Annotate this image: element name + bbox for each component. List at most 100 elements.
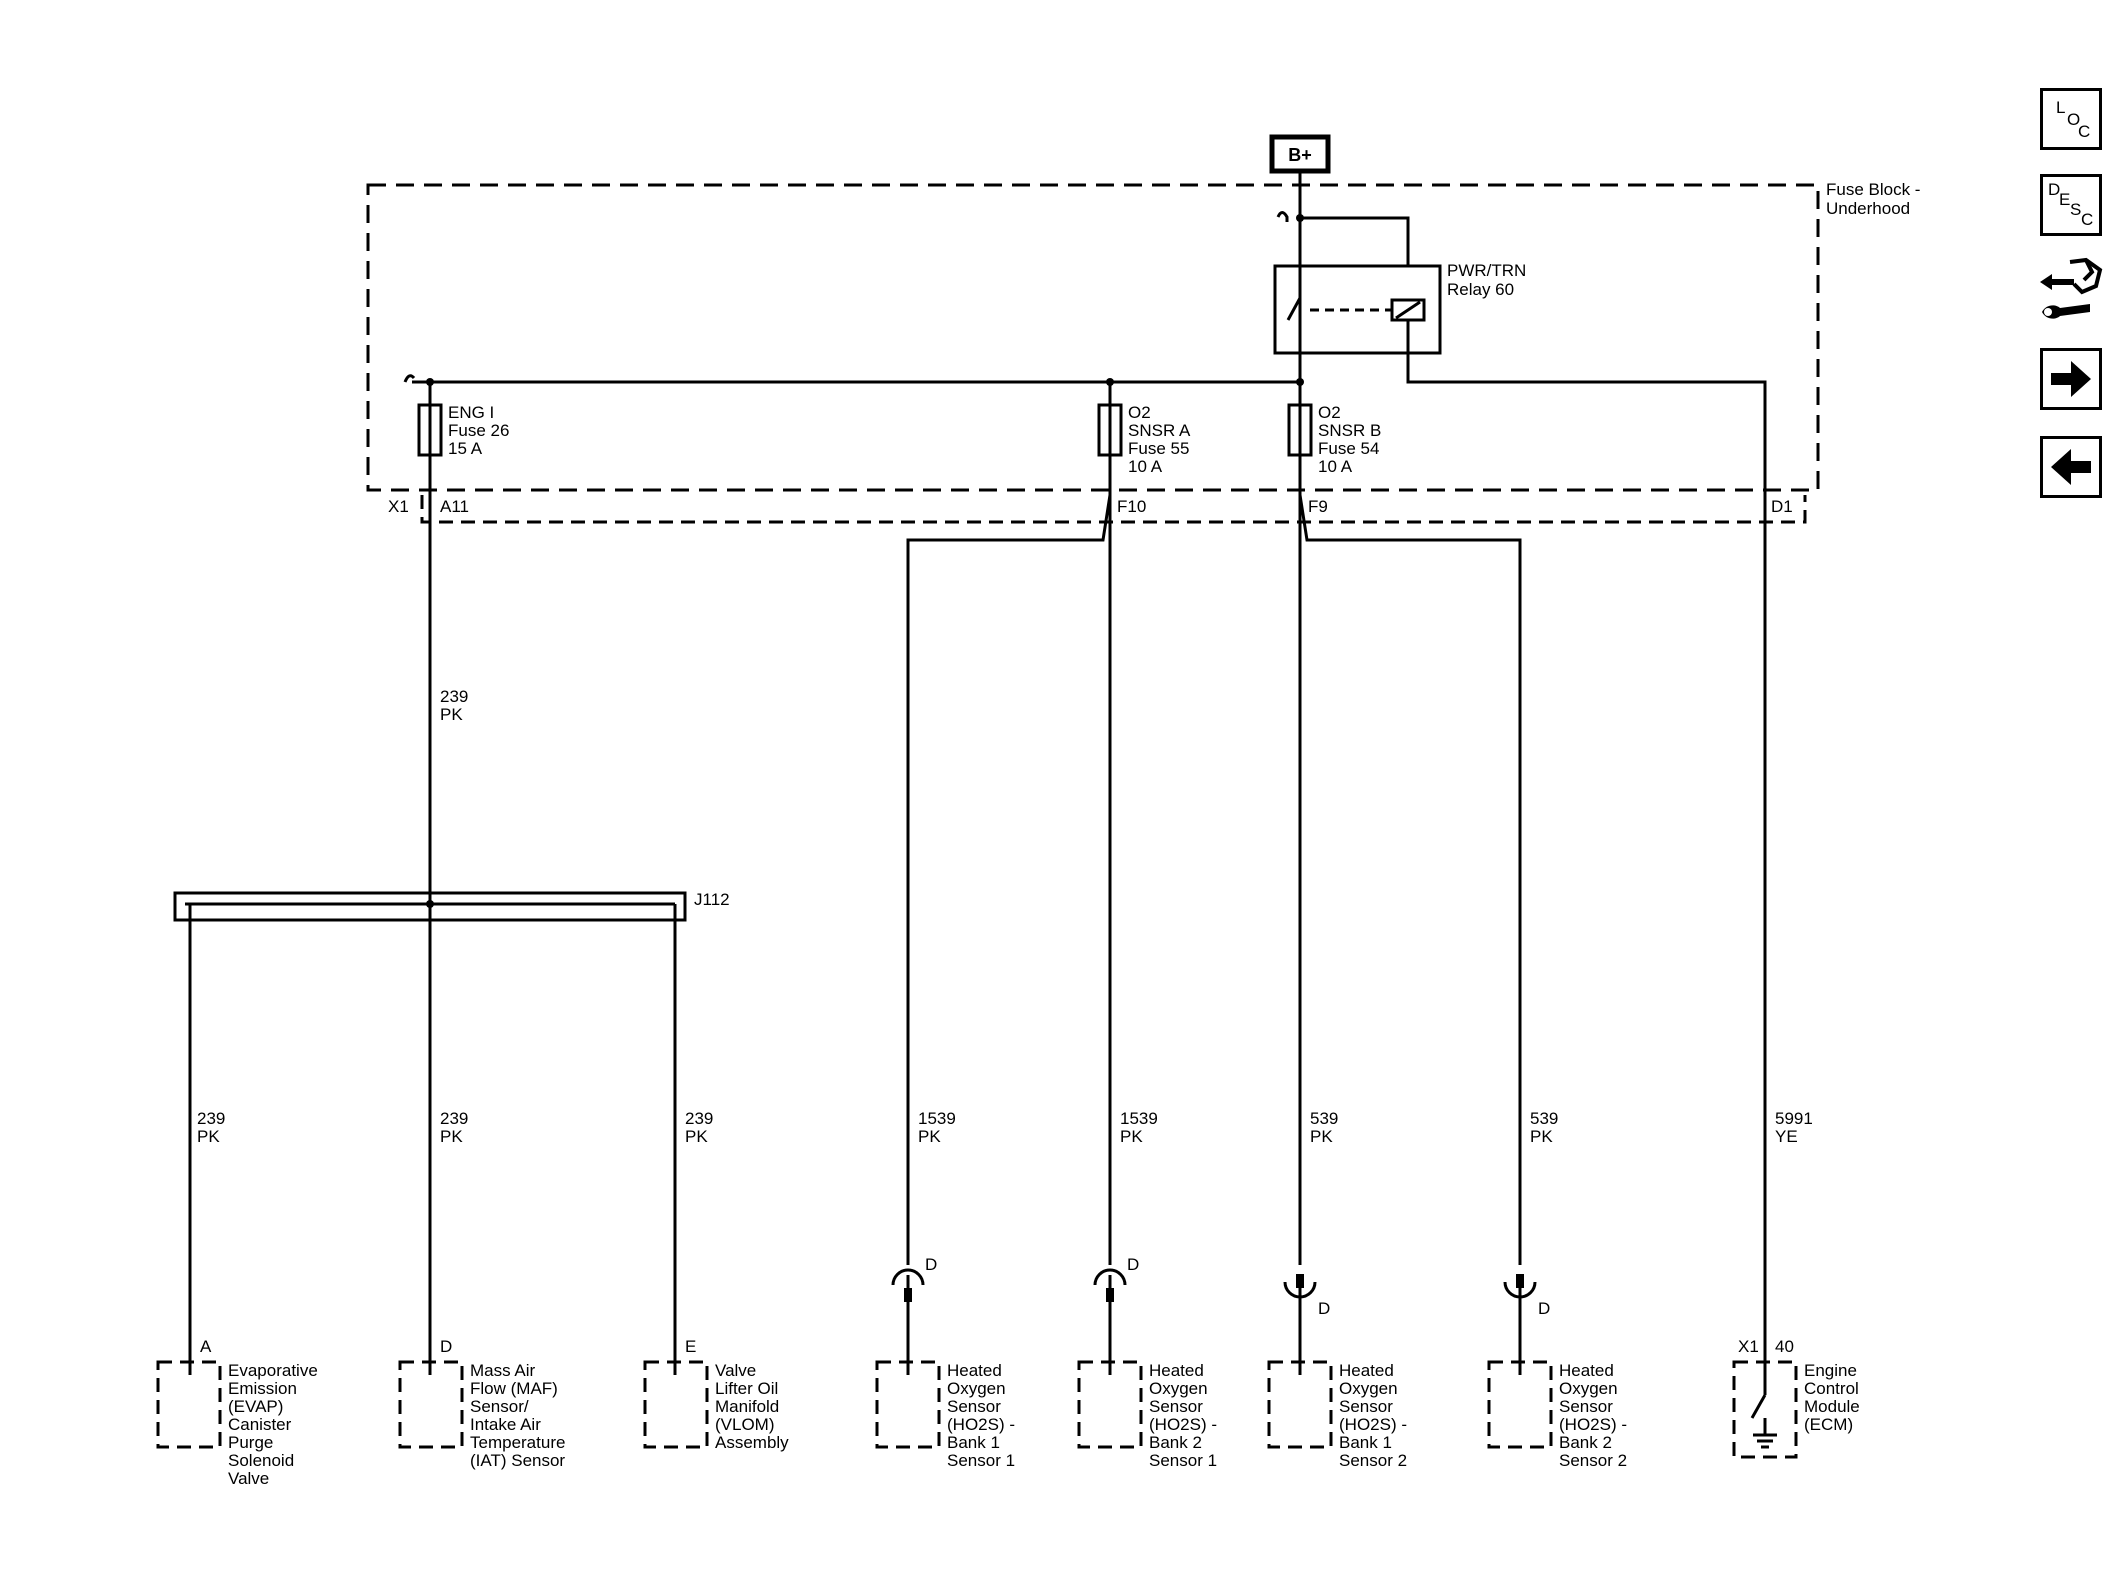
loc-letter-o: O [2067, 110, 2080, 129]
relay-box [1273, 264, 1442, 355]
svg-text:Heated: Heated [1559, 1361, 1614, 1380]
desc-button[interactable]: D E S C [2040, 174, 2102, 236]
component-ecm-box [1732, 1360, 1798, 1459]
wire-539-branch [1298, 494, 1522, 1265]
relay-label: PWR/TRN [1447, 261, 1526, 280]
splice-j112 [173, 891, 687, 922]
fuse-block-title-2: Underhood [1826, 199, 1910, 218]
component-pin-label: A [200, 1337, 212, 1356]
svg-text:Evaporative: Evaporative [228, 1361, 318, 1380]
svg-text:Heated: Heated [1149, 1361, 1204, 1380]
component-maf-box [398, 1360, 464, 1449]
svg-text:Sensor 2: Sensor 2 [1339, 1451, 1407, 1470]
svg-text:Intake Air: Intake Air [470, 1415, 541, 1434]
svg-text:Oxygen: Oxygen [1149, 1379, 1208, 1398]
svg-text:PK: PK [440, 1127, 463, 1146]
svg-text:Assembly: Assembly [715, 1433, 789, 1452]
svg-text:Valve: Valve [228, 1469, 269, 1488]
svg-text:Sensor: Sensor [947, 1397, 1001, 1416]
svg-text:Emission: Emission [228, 1379, 297, 1398]
svg-text:Sensor 1: Sensor 1 [947, 1451, 1015, 1470]
svg-text:Control: Control [1804, 1379, 1859, 1398]
svg-text:Mass Air: Mass Air [470, 1361, 536, 1380]
loc-letter-c: C [2078, 122, 2090, 141]
svg-text:539: 539 [1530, 1109, 1558, 1128]
svg-text:SNSR B: SNSR B [1318, 421, 1381, 440]
fuse-55-label: O2 SNSR A Fuse 55 10 A [1128, 403, 1191, 476]
svg-text:15 A: 15 A [448, 439, 483, 458]
svg-text:239: 239 [440, 687, 468, 706]
wire-label: 1539 PK [1120, 1109, 1158, 1146]
inline-connector-d-4 [1503, 1280, 1537, 1375]
component-evap-box [156, 1360, 222, 1449]
svg-text:Heated: Heated [1339, 1361, 1394, 1380]
svg-text:YE: YE [1775, 1127, 1798, 1146]
component-ho2s-b2s2-label: Heated Oxygen Sensor (HO2S) - Bank 2 Sen… [1559, 1361, 1627, 1470]
inline-connector-d-1 [891, 1268, 925, 1375]
wire-label: 539 PK [1530, 1109, 1558, 1146]
component-vlom-label: Valve Lifter Oil Manifold (VLOM) Assembl… [715, 1361, 789, 1452]
connector-pin-label: D [1538, 1299, 1550, 1318]
svg-text:O2: O2 [1318, 403, 1341, 422]
svg-text:Heated: Heated [947, 1361, 1002, 1380]
previous-button[interactable] [2040, 436, 2102, 498]
loc-button[interactable]: L O C [2040, 88, 2102, 150]
wire-label: 5991 YE [1775, 1109, 1813, 1146]
connector-pin-label: D [925, 1255, 937, 1274]
svg-text:Lifter Oil: Lifter Oil [715, 1379, 778, 1398]
connector-pin-label: D [1127, 1255, 1139, 1274]
svg-text:Oxygen: Oxygen [1559, 1379, 1618, 1398]
connector-tool-icon[interactable] [2034, 254, 2106, 332]
inline-connector-d-2 [1093, 1268, 1127, 1375]
svg-text:PK: PK [918, 1127, 941, 1146]
svg-text:(HO2S) -: (HO2S) - [1559, 1415, 1627, 1434]
wire-label: 239 PK [197, 1109, 225, 1146]
fuse-26-label: ENG I Fuse 26 15 A [448, 403, 509, 458]
fuse-block-outline [366, 183, 1820, 492]
ecm-ground-symbol [1750, 1375, 1777, 1449]
svg-text:Sensor: Sensor [1149, 1397, 1203, 1416]
component-vlom-box [643, 1360, 709, 1449]
svg-text:Bank 1: Bank 1 [947, 1433, 1000, 1452]
svg-text:Oxygen: Oxygen [1339, 1379, 1398, 1398]
wire-label: 239 PK [440, 687, 468, 724]
svg-text:Purge: Purge [228, 1433, 273, 1452]
component-pin-label: D [440, 1337, 452, 1356]
svg-text:Valve: Valve [715, 1361, 756, 1380]
svg-text:239: 239 [440, 1109, 468, 1128]
svg-text:(EVAP): (EVAP) [228, 1397, 283, 1416]
loc-letter-l: L [2056, 98, 2065, 117]
pin-f9-label: F9 [1308, 497, 1328, 516]
component-ho2s-b2s2-box [1487, 1360, 1553, 1449]
svg-text:PK: PK [1310, 1127, 1333, 1146]
svg-text:Fuse 55: Fuse 55 [1128, 439, 1189, 458]
svg-text:239: 239 [685, 1109, 713, 1128]
svg-text:1539: 1539 [1120, 1109, 1158, 1128]
svg-text:(HO2S) -: (HO2S) - [1149, 1415, 1217, 1434]
fuse-54-label: O2 SNSR B Fuse 54 10 A [1318, 403, 1381, 476]
svg-text:Sensor: Sensor [1339, 1397, 1393, 1416]
svg-text:Fuse 54: Fuse 54 [1318, 439, 1379, 458]
svg-text:Bank 1: Bank 1 [1339, 1433, 1392, 1452]
svg-text:Sensor 2: Sensor 2 [1559, 1451, 1627, 1470]
svg-text:1539: 1539 [918, 1109, 956, 1128]
svg-text:Canister: Canister [228, 1415, 292, 1434]
desc-letter-s: S [2070, 200, 2081, 219]
relay-label-2: Relay 60 [1447, 280, 1514, 299]
component-ho2s-b1s2-label: Heated Oxygen Sensor (HO2S) - Bank 1 Sen… [1339, 1361, 1407, 1470]
wire-1539-branch [906, 494, 1112, 1265]
desc-letter-d: D [2048, 180, 2060, 199]
svg-text:Bank 2: Bank 2 [1559, 1433, 1612, 1452]
bplus-label: B+ [1288, 145, 1312, 165]
component-ho2s-b1s2-box [1267, 1360, 1333, 1449]
component-evap-label: Evaporative Emission (EVAP) Canister Pur… [228, 1361, 318, 1488]
next-button[interactable] [2040, 348, 2102, 410]
svg-text:PK: PK [1530, 1127, 1553, 1146]
pin-f10-label: F10 [1117, 497, 1146, 516]
fuse-block-title: Fuse Block - [1826, 180, 1920, 199]
svg-text:(ECM): (ECM) [1804, 1415, 1853, 1434]
svg-text:Oxygen: Oxygen [947, 1379, 1006, 1398]
connector-x1-label: X1 [388, 497, 409, 516]
svg-text:PK: PK [685, 1127, 708, 1146]
svg-text:Bank 2: Bank 2 [1149, 1433, 1202, 1452]
